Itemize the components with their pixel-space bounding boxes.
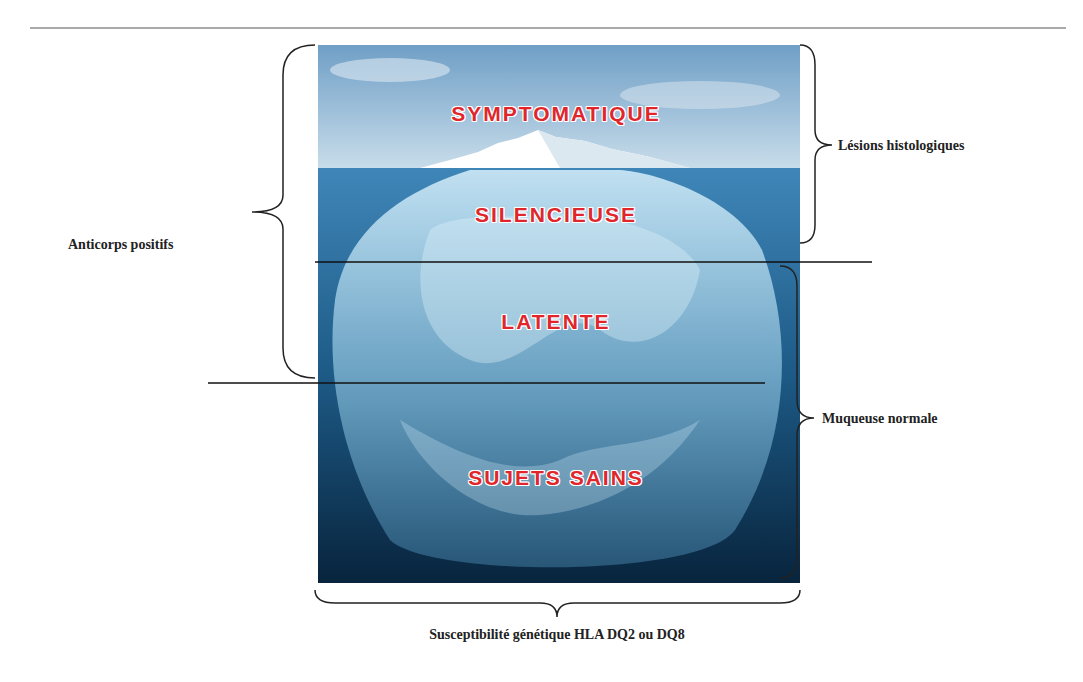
brace-label: Anticorps positifs [68, 237, 173, 253]
divider-line [315, 261, 872, 263]
brace-label: Susceptibilité génétique HLA DQ2 ou DQ8 [429, 627, 685, 643]
brace-label: Muqueuse normale [822, 411, 938, 427]
top-rule [30, 28, 1066, 29]
brace [780, 266, 814, 578]
iceberg-tip-shade [538, 130, 690, 168]
brace-label: Lésions histologiques [838, 138, 964, 154]
zone-label: SUJETS SAINS [468, 466, 644, 490]
iceberg-highlight [420, 214, 700, 363]
sea [318, 168, 800, 583]
zone-label: LATENTE [501, 310, 610, 334]
divider-line [208, 382, 765, 384]
iceberg-zone: SYMPTOMATIQUE [447, 100, 665, 128]
iceberg-underwater [332, 170, 781, 567]
sky [318, 45, 800, 168]
zone-label: SYMPTOMATIQUE [451, 102, 661, 126]
cloud [330, 58, 450, 82]
brace [315, 590, 800, 617]
iceberg-zone: SILENCIEUSE [471, 201, 641, 229]
iceberg-tip [420, 130, 690, 168]
iceberg-zone: SUJETS SAINS [464, 464, 648, 492]
iceberg-zone: LATENTE [497, 308, 614, 336]
zone-label: SILENCIEUSE [475, 203, 637, 227]
brace [800, 45, 832, 243]
iceberg-highlight [400, 420, 700, 515]
brace [252, 45, 315, 378]
